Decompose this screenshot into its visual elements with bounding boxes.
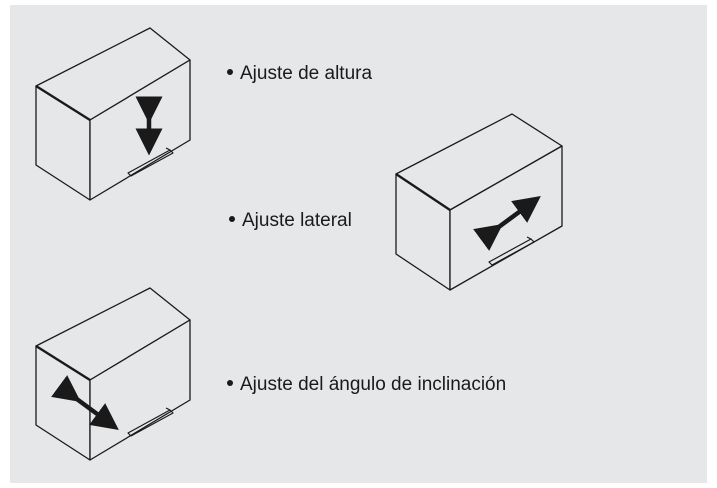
tilt-arrow-icon — [51, 375, 119, 431]
bullet-icon — [227, 68, 233, 75]
cabinet-tilt-adjust — [35, 287, 191, 461]
label-tilt-adjust-text: Ajuste del ángulo de inclinación — [240, 374, 507, 395]
label-tilt-adjust: Ajuste del ángulo de inclinación — [227, 375, 506, 394]
bullet-icon — [229, 215, 235, 222]
label-height-adjust-text: Ajuste de altura — [240, 63, 373, 84]
label-lateral-adjust: Ajuste lateral — [229, 211, 352, 230]
label-height-adjust: Ajuste de altura — [227, 64, 372, 83]
cabinet-handle-icon — [127, 407, 174, 437]
cabinet-handle-icon — [127, 147, 174, 177]
horizontal-diagonal-arrow-icon — [473, 195, 541, 251]
cabinet-lateral-adjust — [395, 113, 563, 291]
cabinet-height-adjust — [35, 27, 191, 201]
label-lateral-adjust-text: Ajuste lateral — [242, 210, 352, 231]
bullet-icon — [227, 379, 233, 386]
